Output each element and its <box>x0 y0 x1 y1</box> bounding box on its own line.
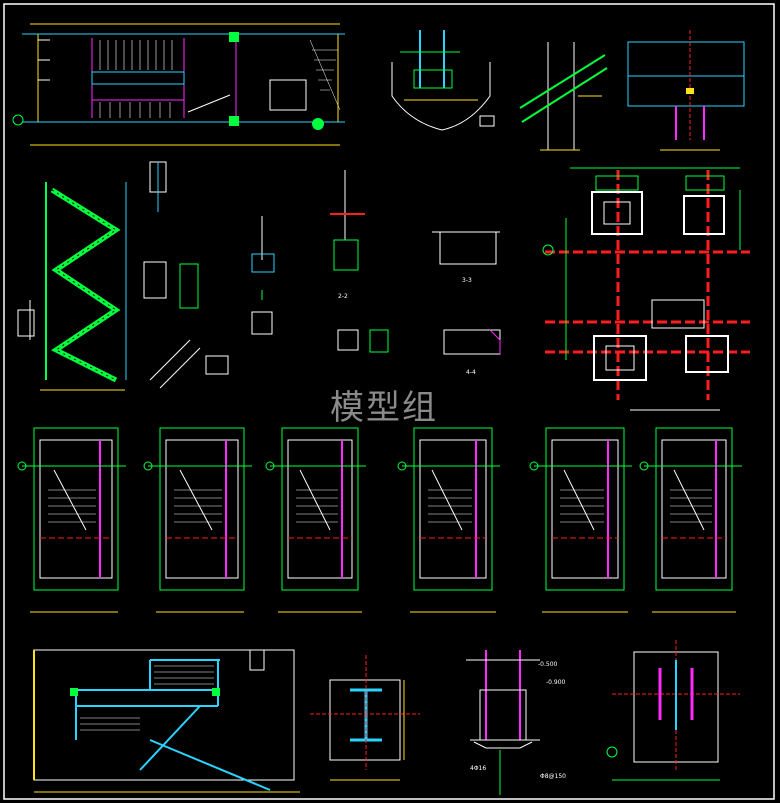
stair-plan-2 <box>143 427 252 613</box>
elevation-label-b: -0.900 <box>546 679 566 686</box>
connection-detail <box>606 640 740 781</box>
foundation-section-detail <box>391 30 495 131</box>
rebar-label: 4Φ16 <box>470 765 486 772</box>
top-elevation-drawing <box>12 23 345 146</box>
section-label-3: 3-3 <box>462 277 472 284</box>
pier-section-detail: -0.500 -0.900 4Φ16 Φ8@150 <box>466 650 566 795</box>
stair-plan-6 <box>639 427 742 613</box>
column-base-detail <box>627 30 745 151</box>
elevation-label-a: -0.500 <box>538 661 558 668</box>
stair-plan-3 <box>265 427 366 613</box>
watermark: 模型组 <box>330 388 438 428</box>
stair-plan-4 <box>397 427 500 613</box>
h-beam-section <box>310 655 420 781</box>
section-label-2: 2-2 <box>338 293 348 300</box>
stair-plan-5 <box>529 427 632 613</box>
stair-truss-elevation <box>17 182 127 391</box>
small-node-details: 2-2 3-3 4-4 <box>143 161 501 389</box>
bottom-stair-elevation <box>33 649 300 793</box>
stair-plans-row <box>17 427 742 613</box>
foundation-plan <box>542 167 750 411</box>
stirrup-label: Φ8@150 <box>540 773 566 780</box>
sheet-border <box>3 3 775 800</box>
diagonal-beam-detail <box>519 42 608 151</box>
stair-plan-1 <box>17 427 126 613</box>
section-label-4: 4-4 <box>466 369 476 376</box>
